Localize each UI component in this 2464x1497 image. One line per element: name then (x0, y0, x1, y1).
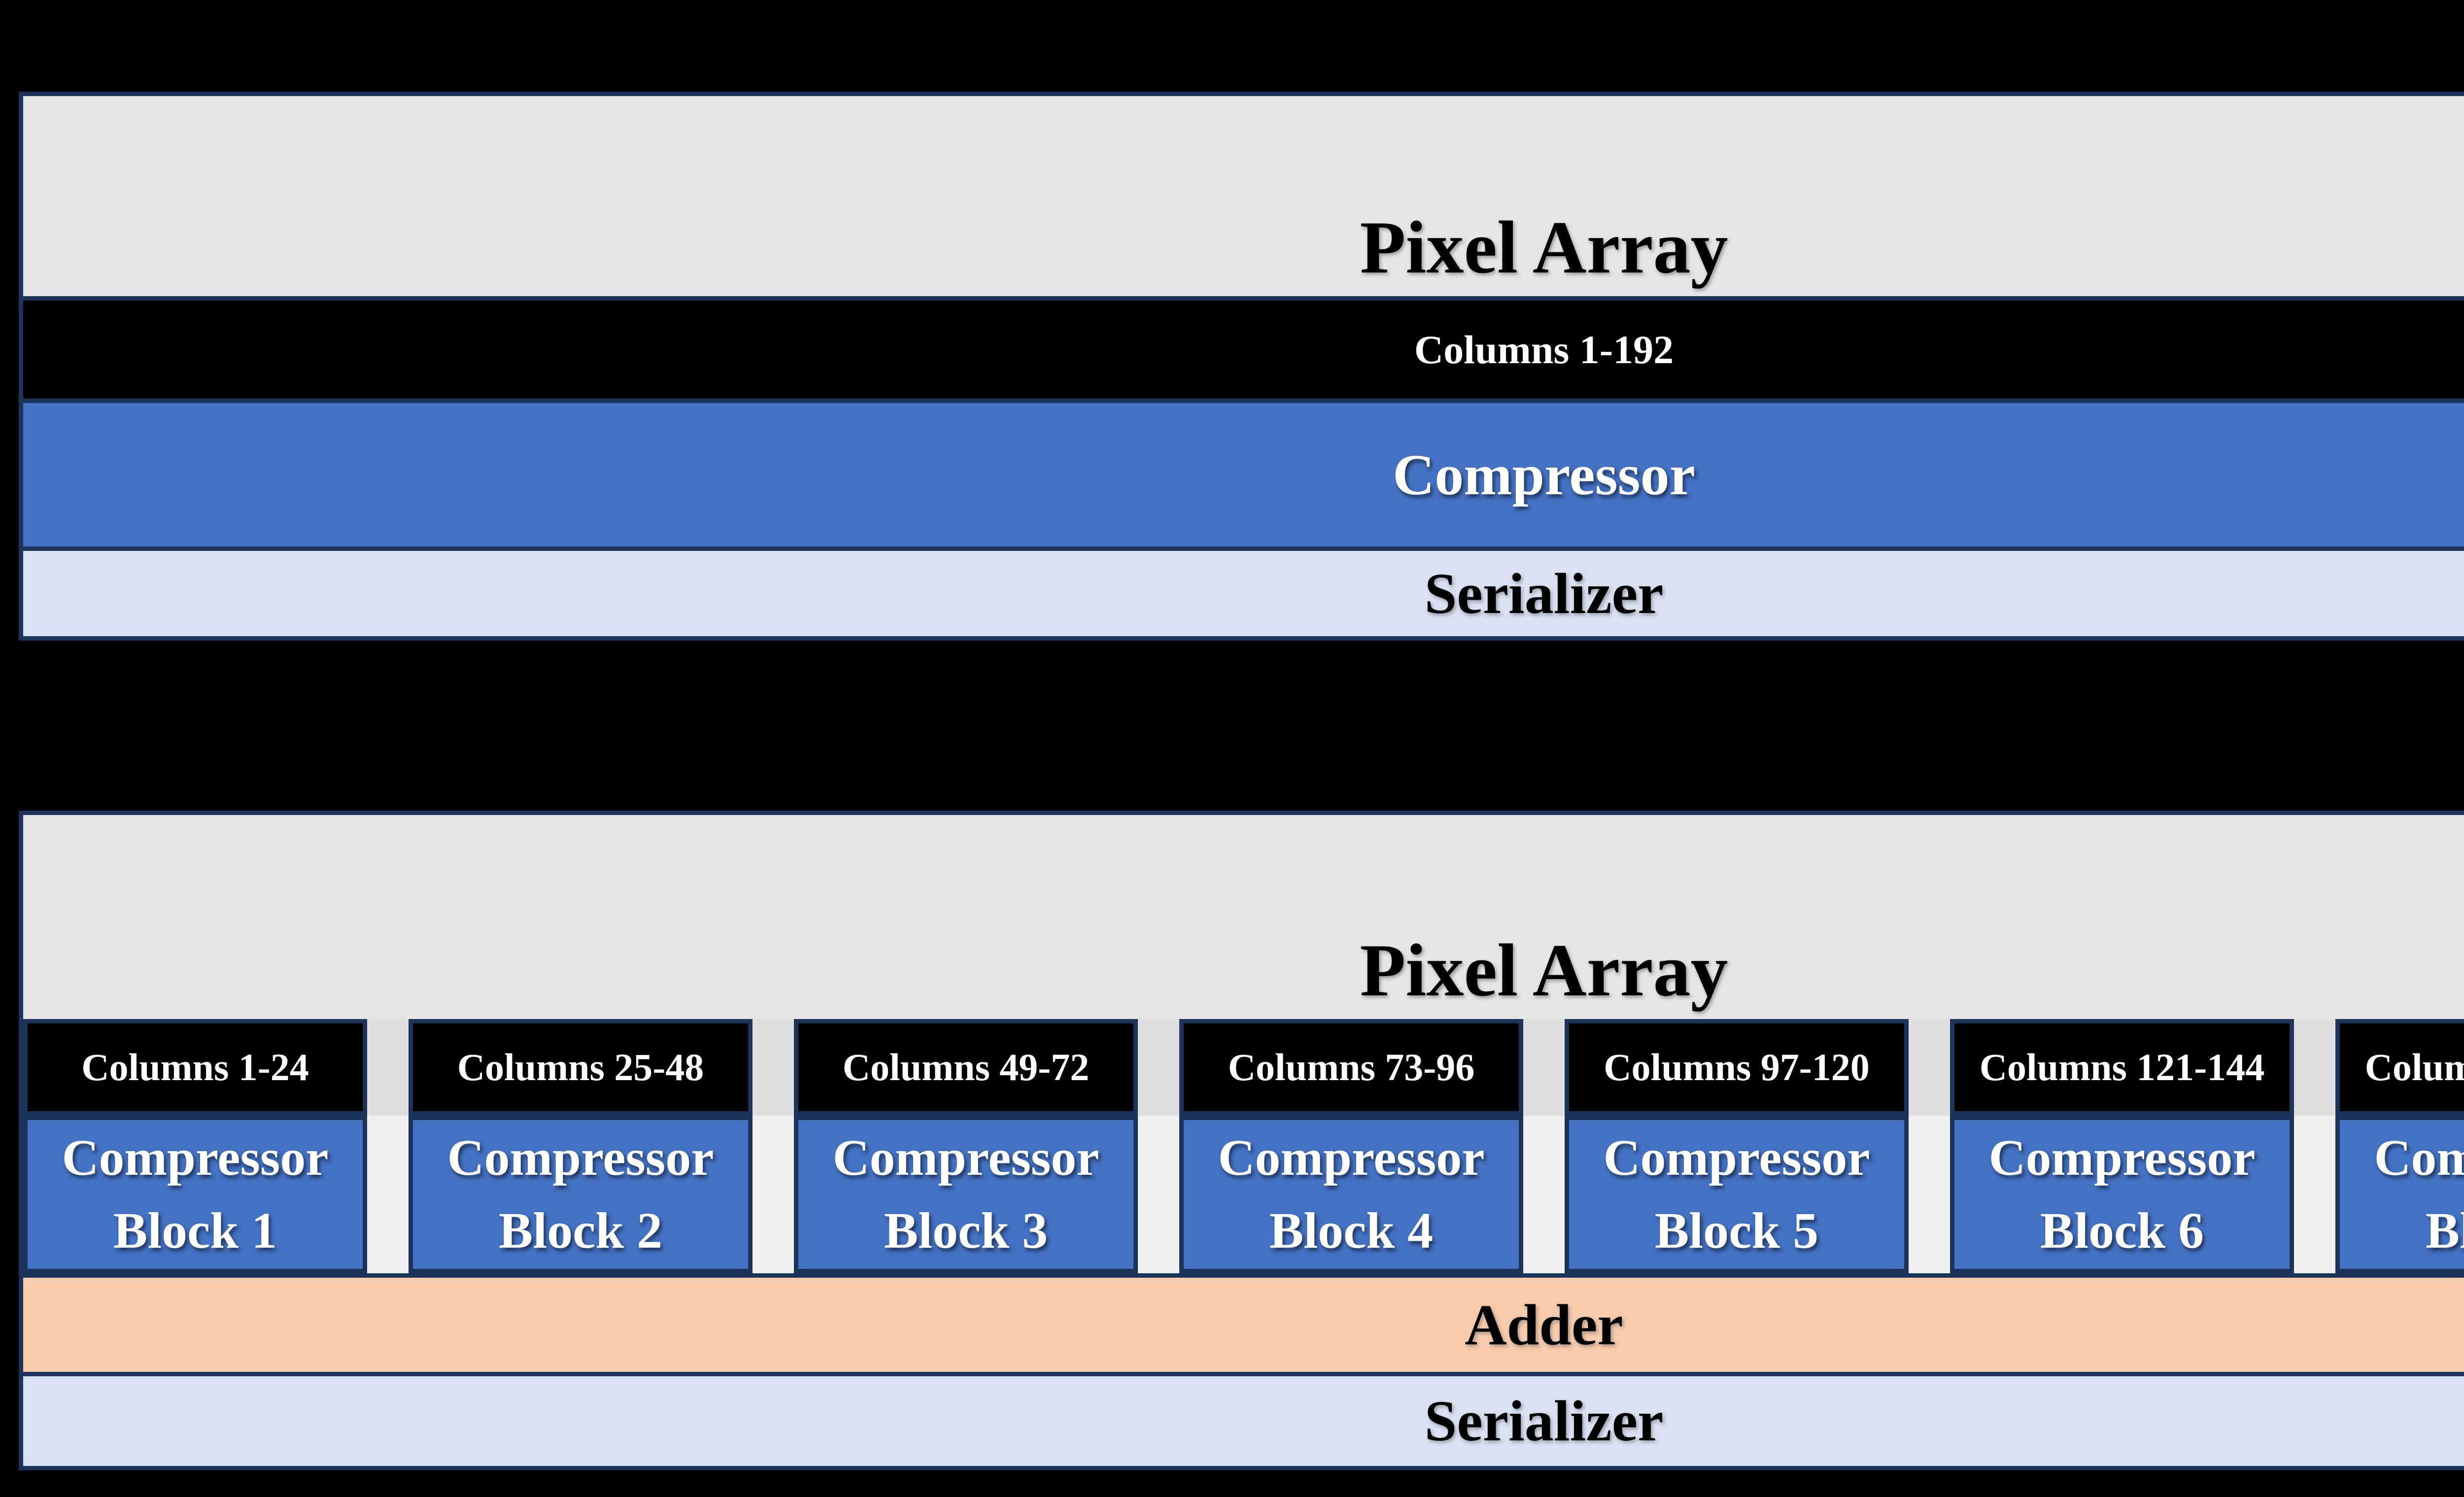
serializer-label-a: Serializer (1424, 561, 1664, 626)
compressor-block-line1: Compressor (1988, 1129, 2256, 1187)
compressor-block-7: Compressor Block 7 (2335, 1116, 2464, 1273)
columns-box-label: Columns 97-120 (1604, 1046, 1870, 1089)
columns-header-label-a: Columns 1-192 (1414, 327, 1674, 372)
column-groups-row: Columns 1-24 Columns 25-48 Columns 49-72… (23, 1019, 2464, 1116)
pixel-array-box-b: Pixel Array (23, 815, 2464, 1019)
pixel-array-title-b: Pixel Array (1360, 929, 1728, 1012)
columns-box-7: Columns 145-168 (2335, 1019, 2464, 1116)
single-compressor-architecture: Pixel Array Columns 1-192 Compressor Ser… (19, 92, 2464, 641)
compressor-block-line1: Compressor (1218, 1129, 1485, 1187)
compressor-block-line1: Compressor (1603, 1129, 1870, 1187)
compressor-block-5: Compressor Block 5 (1565, 1116, 1909, 1273)
columns-header-bar-a: Columns 1-192 (23, 296, 2464, 399)
compressor-block-line2: Block 1 (113, 1202, 277, 1259)
serializer-bar-a: Serializer (23, 546, 2464, 636)
columns-box-3: Columns 49-72 (794, 1019, 1138, 1116)
compressor-block-2: Compressor Block 2 (409, 1116, 753, 1273)
columns-box-4: Columns 73-96 (1179, 1019, 1523, 1116)
compressor-block-6: Compressor Block 6 (1950, 1116, 2294, 1273)
pixel-array-box-a: Pixel Array (23, 96, 2464, 296)
columns-box-2: Columns 25-48 (409, 1019, 753, 1116)
compressor-block-line2: Block 7 (2425, 1202, 2464, 1259)
columns-box-label: Columns 1-24 (81, 1046, 309, 1089)
columns-box-5: Columns 97-120 (1565, 1019, 1909, 1116)
compressor-block-line1: Compressor (62, 1129, 329, 1187)
compressor-block-1: Compressor Block 1 (23, 1116, 367, 1273)
pixel-array-title-a: Pixel Array (1360, 206, 1728, 289)
compressor-block-line2: Block 3 (884, 1202, 1048, 1259)
compressor-block-line2: Block 5 (1654, 1202, 1819, 1259)
serializer-bar-b: Serializer (23, 1372, 2464, 1466)
columns-box-1: Columns 1-24 (23, 1019, 367, 1116)
compressor-block-line1: Compressor (832, 1129, 1099, 1187)
columns-box-6: Columns 121-144 (1950, 1019, 2294, 1116)
columns-box-label: Columns 145-168 (2364, 1046, 2464, 1089)
compressor-block-line1: Compressor (2374, 1129, 2464, 1187)
columns-box-label: Columns 49-72 (842, 1046, 1090, 1089)
adder-bar: Adder (23, 1273, 2464, 1372)
compressor-block-4: Compressor Block 4 (1179, 1116, 1523, 1273)
columns-box-label: Columns 73-96 (1228, 1046, 1475, 1089)
compressor-block-line1: Compressor (447, 1129, 714, 1187)
serializer-label-b: Serializer (1424, 1389, 1664, 1453)
compressor-blocks-row: Compressor Block 1 Compressor Block 2 Co… (23, 1116, 2464, 1273)
columns-box-label: Columns 121-144 (1979, 1046, 2265, 1089)
compressor-bar-a: Compressor (23, 399, 2464, 546)
compressor-block-3: Compressor Block 3 (794, 1116, 1138, 1273)
compressor-label-a: Compressor (1393, 442, 1695, 507)
compressor-block-line2: Block 2 (498, 1202, 663, 1259)
parallel-compressor-architecture: Pixel Array Columns 1-24 Columns 25-48 C… (19, 811, 2464, 1470)
compressor-block-line2: Block 4 (1269, 1202, 1434, 1259)
compressor-block-line2: Block 6 (2040, 1202, 2204, 1259)
adder-label: Adder (1465, 1292, 1623, 1357)
columns-box-label: Columns 25-48 (457, 1046, 704, 1089)
